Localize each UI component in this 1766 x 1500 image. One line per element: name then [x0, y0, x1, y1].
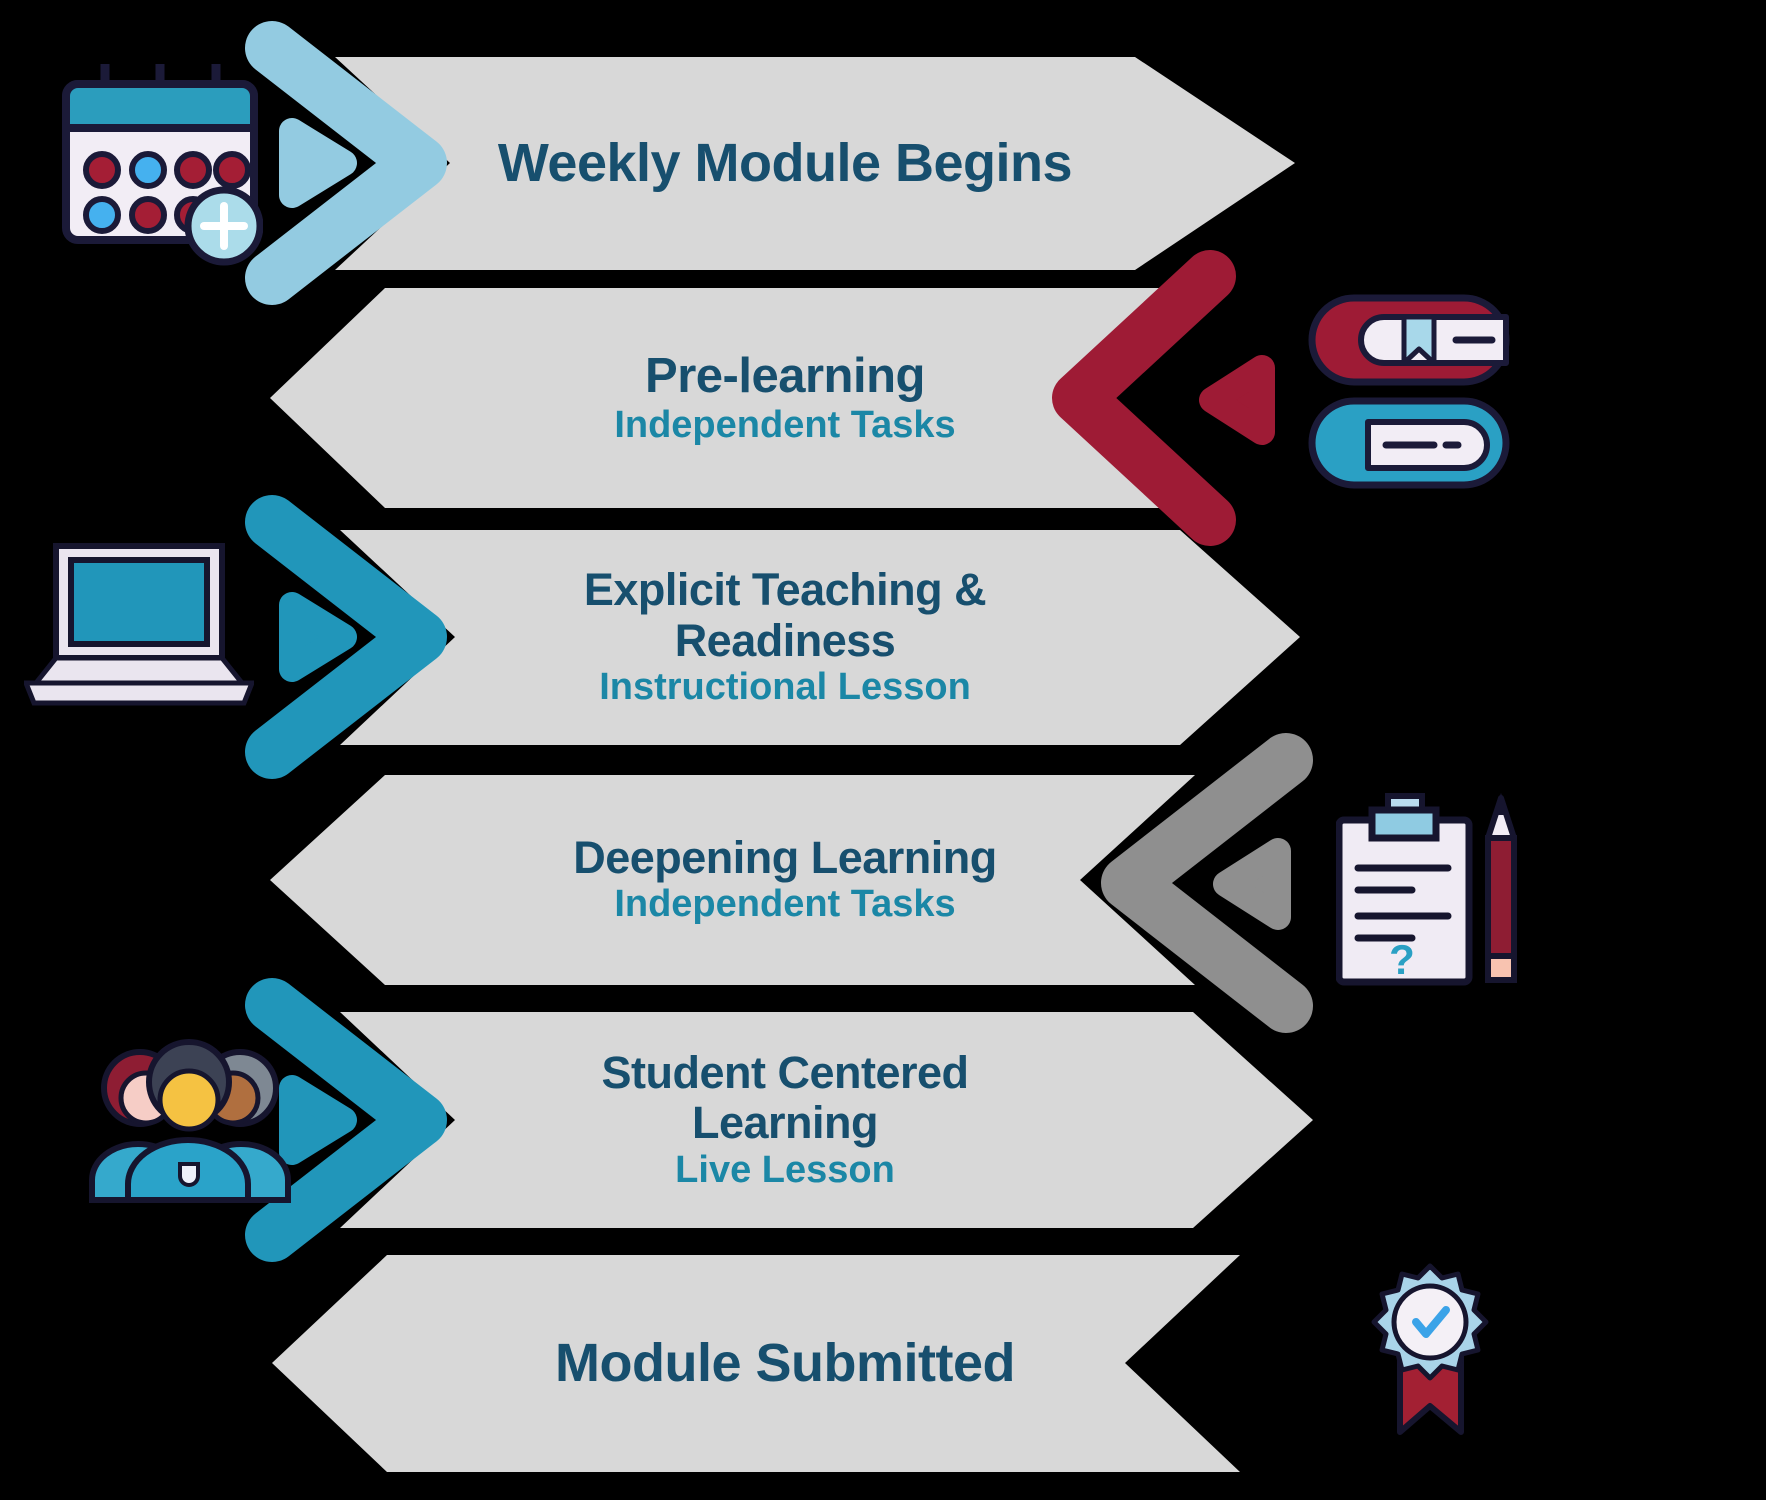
step-4-title: Deepening Learning	[573, 831, 997, 883]
step-4-subtitle: Independent Tasks	[614, 883, 956, 926]
step-3-label: Explicit Teaching & Readiness Instructio…	[355, 530, 1215, 745]
stacked-books-icon	[1308, 294, 1510, 489]
step-2-subtitle: Independent Tasks	[614, 403, 956, 446]
step-2-chevron-icon	[1052, 250, 1275, 546]
laptop-icon	[24, 543, 254, 706]
step-2-label: Pre-learning Independent Tasks	[355, 288, 1215, 508]
step-5-banner	[340, 1012, 1313, 1228]
step-6-banner	[272, 1255, 1240, 1472]
step-1-banner	[335, 57, 1295, 270]
step-6-label: Module Submitted	[355, 1255, 1215, 1472]
step-2-banner	[270, 288, 1215, 508]
step-1-label: Weekly Module Begins	[355, 57, 1215, 270]
step-3-subtitle: Instructional Lesson	[599, 666, 971, 709]
step-2-title: Pre-learning	[645, 348, 925, 403]
step-5-title-line2: Learning	[691, 1097, 879, 1149]
step-1-chevron-icon	[245, 21, 447, 305]
calendar-add-icon	[62, 64, 263, 266]
svg-text:?: ?	[1389, 936, 1415, 983]
step-3-banner	[340, 530, 1300, 745]
student-group-icon	[89, 1039, 291, 1203]
step-5-title: Student Centered	[601, 1046, 969, 1098]
step-5-label: Student Centered Learning Live Lesson	[355, 1012, 1215, 1228]
step-5-chevron-icon	[245, 978, 447, 1262]
step-4-chevron-icon	[1101, 733, 1313, 1033]
step-3-title-line2: Readiness	[674, 614, 896, 666]
clipboard-pencil-icon: ?	[1336, 792, 1517, 986]
step-1-title: Weekly Module Begins	[497, 133, 1073, 194]
step-5-subtitle: Live Lesson	[675, 1148, 895, 1191]
step-4-banner	[270, 775, 1195, 985]
step-3-title: Explicit Teaching &	[583, 564, 987, 616]
award-ribbon-icon	[1371, 1263, 1489, 1435]
step-3-chevron-icon	[245, 495, 447, 779]
step-4-label: Deepening Learning Independent Tasks	[355, 775, 1215, 985]
step-6-title: Module Submitted	[555, 1333, 1015, 1394]
